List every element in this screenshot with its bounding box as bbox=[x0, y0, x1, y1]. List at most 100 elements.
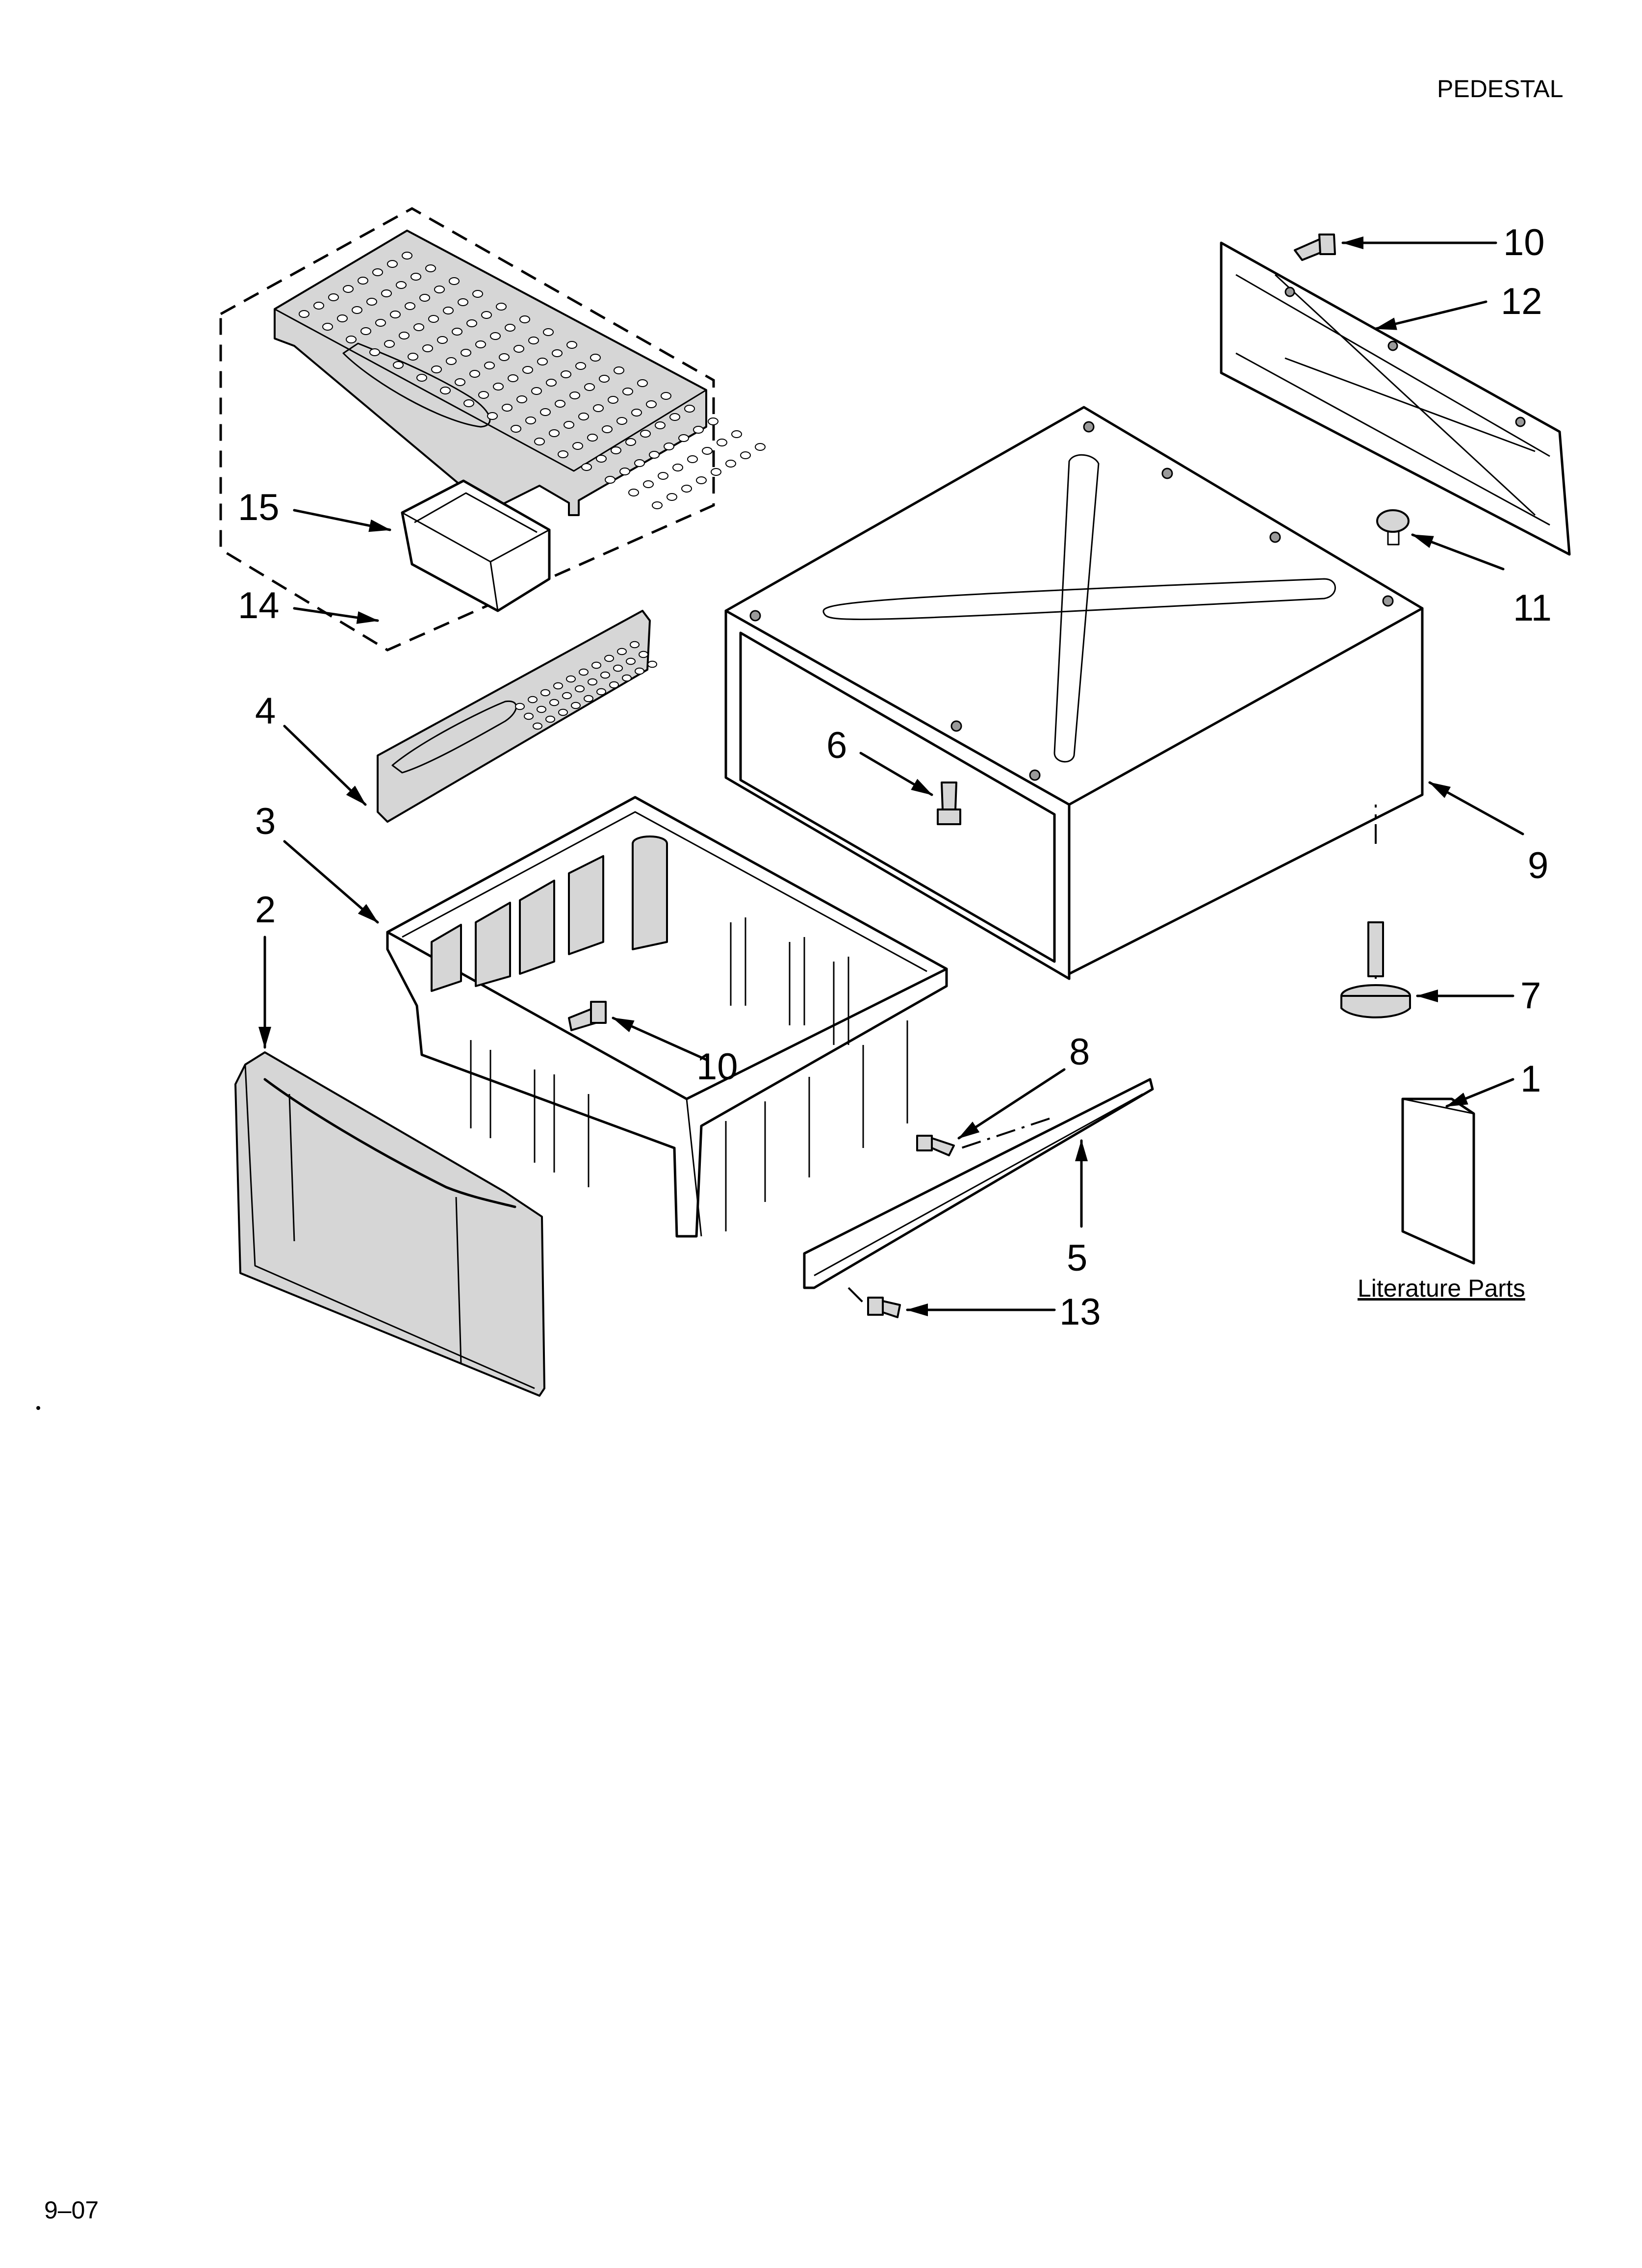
perforation-hole bbox=[413, 323, 424, 331]
perforation-hole bbox=[575, 362, 586, 370]
part-6-screw bbox=[937, 782, 961, 825]
perforation-hole bbox=[328, 293, 339, 301]
panel-perforation-holes bbox=[515, 641, 657, 730]
perforation-hole bbox=[622, 674, 632, 682]
perforation-hole bbox=[478, 391, 489, 399]
perforation-hole bbox=[496, 303, 507, 311]
part-14-perforated-shelf bbox=[274, 230, 766, 516]
perforation-hole bbox=[384, 340, 395, 348]
perforation-hole bbox=[399, 332, 410, 339]
perforation-hole bbox=[437, 336, 448, 344]
perforation-hole bbox=[540, 408, 551, 416]
perforation-hole bbox=[419, 294, 430, 302]
part-10-screw-top bbox=[1294, 234, 1336, 261]
perforation-hole bbox=[672, 464, 683, 471]
perforation-hole bbox=[313, 302, 324, 310]
perforation-hole bbox=[484, 362, 495, 369]
perforation-hole bbox=[667, 493, 677, 501]
perforation-hole bbox=[387, 260, 398, 268]
callout-number-14: 14 bbox=[238, 585, 280, 626]
perforation-hole bbox=[528, 696, 538, 704]
perforation-hole bbox=[619, 468, 630, 475]
perforation-hole bbox=[346, 336, 357, 343]
perforation-hole bbox=[617, 648, 627, 655]
perforation-hole bbox=[561, 370, 571, 378]
perforation-hole bbox=[693, 426, 704, 434]
perforation-hole bbox=[575, 685, 585, 693]
perforation-hole bbox=[434, 286, 445, 293]
perforation-hole bbox=[652, 501, 663, 509]
perforation-hole bbox=[533, 722, 542, 730]
perforation-hole bbox=[410, 273, 421, 281]
page-footer-code: 9–07 bbox=[44, 2196, 99, 2224]
perforation-hole bbox=[425, 264, 436, 272]
part-14-shelf-assembly-outline bbox=[219, 207, 715, 652]
perforation-hole bbox=[431, 365, 442, 373]
part-10-screw-basket bbox=[568, 1001, 607, 1031]
perforation-hole bbox=[588, 678, 597, 686]
perforation-hole bbox=[352, 306, 362, 314]
perforation-hole bbox=[587, 434, 598, 442]
callout-number-11: 11 bbox=[1513, 587, 1552, 629]
callout-number-1: 1 bbox=[1520, 1058, 1541, 1100]
perforation-hole bbox=[513, 345, 524, 353]
perforation-hole bbox=[596, 455, 607, 463]
perforation-hole bbox=[584, 695, 593, 703]
perforation-hole bbox=[540, 689, 550, 697]
callout-number-2: 2 bbox=[255, 889, 276, 931]
perforation-hole bbox=[534, 438, 545, 445]
callout-number-15: 15 bbox=[238, 487, 280, 528]
perforation-hole bbox=[669, 413, 680, 421]
perforation-hole bbox=[381, 289, 392, 297]
perforation-hole bbox=[511, 425, 521, 433]
part-5-drawer-slide bbox=[803, 1078, 1154, 1289]
callout-number-9: 9 bbox=[1528, 845, 1548, 886]
page-header: PEDESTAL bbox=[1437, 75, 1564, 103]
perforation-hole bbox=[525, 417, 536, 424]
perforation-hole bbox=[566, 675, 576, 683]
perforation-hole bbox=[493, 383, 504, 391]
part-4-front-handle-panel bbox=[377, 610, 657, 823]
perforation-hole bbox=[613, 664, 623, 672]
perforation-hole bbox=[630, 641, 640, 649]
perforation-hole bbox=[647, 660, 657, 668]
perforation-hole bbox=[711, 468, 721, 476]
callout-number-10b: 10 bbox=[696, 1046, 738, 1088]
callout-number-4: 4 bbox=[255, 690, 276, 732]
perforation-hole bbox=[516, 395, 527, 403]
perforation-hole bbox=[687, 455, 698, 463]
perforation-hole bbox=[508, 374, 518, 382]
perforation-hole bbox=[505, 324, 515, 332]
perforation-hole bbox=[566, 341, 577, 349]
perforation-hole bbox=[390, 311, 401, 318]
perforation-hole bbox=[605, 476, 616, 484]
perforation-hole bbox=[481, 311, 492, 319]
perforation-hole bbox=[543, 328, 554, 336]
perforation-hole bbox=[369, 348, 380, 356]
perforation-hole bbox=[634, 459, 645, 467]
perforation-hole bbox=[299, 310, 309, 318]
perforation-hole bbox=[422, 344, 433, 352]
perforation-hole bbox=[600, 671, 610, 679]
perforation-hole bbox=[360, 327, 371, 335]
perforation-hole bbox=[366, 298, 377, 306]
perforation-hole bbox=[602, 425, 613, 433]
perforation-hole bbox=[537, 705, 546, 713]
perforation-hole bbox=[596, 688, 606, 696]
perforation-hole bbox=[717, 439, 727, 446]
perforation-hole bbox=[555, 400, 565, 408]
perforation-hole bbox=[446, 357, 457, 365]
perforation-hole bbox=[449, 277, 460, 285]
perforation-hole bbox=[578, 413, 589, 420]
perforation-hole bbox=[604, 654, 614, 662]
callout-number-6: 6 bbox=[826, 725, 847, 766]
perforation-hole bbox=[599, 375, 610, 383]
perforation-hole bbox=[455, 378, 465, 386]
perforation-hole bbox=[372, 268, 383, 276]
perforation-hole bbox=[655, 421, 666, 429]
perforation-hole bbox=[408, 353, 418, 361]
perforation-hole bbox=[611, 446, 621, 454]
perforation-hole bbox=[696, 476, 707, 484]
perforation-hole bbox=[475, 340, 486, 348]
